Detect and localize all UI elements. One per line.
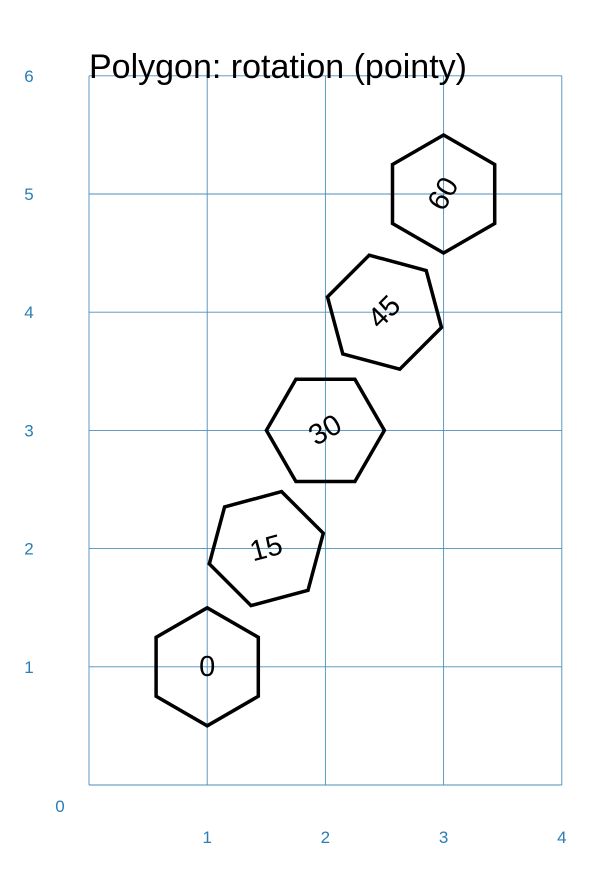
y-tick-label: 1 bbox=[24, 658, 33, 677]
hexagon-0 bbox=[154, 605, 261, 728]
hexagon-45 bbox=[325, 253, 444, 372]
y-tick-label: 4 bbox=[24, 303, 33, 322]
diagram-title: Polygon: rotation (pointy) bbox=[89, 48, 467, 86]
y-tick-label: 3 bbox=[24, 421, 33, 440]
origin-tick-label: 0 bbox=[55, 797, 64, 816]
x-tick-label: 2 bbox=[321, 828, 330, 847]
hexagon-60 bbox=[390, 132, 497, 256]
hexagon-15 bbox=[207, 489, 326, 608]
y-tick-label: 6 bbox=[24, 67, 33, 86]
hexagon-30 bbox=[264, 377, 387, 484]
x-tick-label: 1 bbox=[202, 828, 211, 847]
y-tick-label: 2 bbox=[24, 540, 33, 559]
y-tick-label: 5 bbox=[24, 185, 33, 204]
tick-labels: 0 1 2 3 4 1 2 3 4 5 6 bbox=[24, 67, 566, 847]
x-tick-label: 3 bbox=[439, 828, 448, 847]
hexagon-label: 0 bbox=[199, 651, 215, 683]
x-tick-label: 4 bbox=[557, 828, 566, 847]
grid bbox=[88, 75, 563, 786]
